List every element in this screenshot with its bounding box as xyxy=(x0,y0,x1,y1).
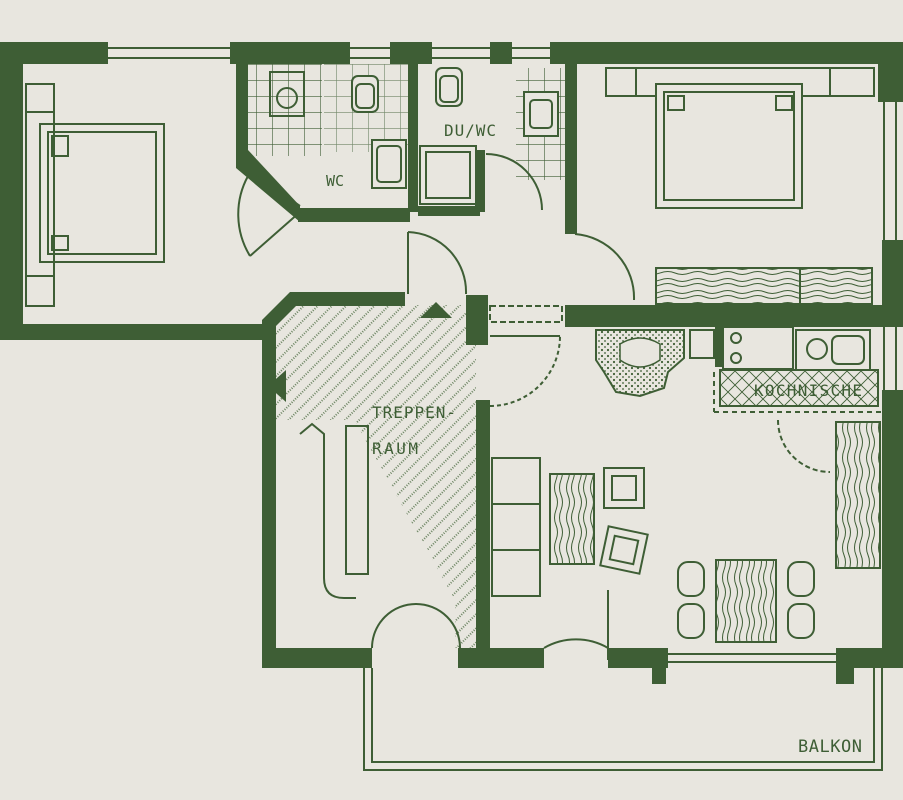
stairwell-area xyxy=(274,305,476,648)
window-frames xyxy=(21,47,897,663)
label-stairwell-line1: TREPPEN- xyxy=(372,403,456,422)
bed-right xyxy=(605,67,875,209)
bathroom-wc xyxy=(255,71,407,207)
wardrobe-right xyxy=(655,267,873,305)
hall-closet xyxy=(595,329,715,398)
label-kitchen: KOCHNISCHE xyxy=(754,381,862,400)
bed-left xyxy=(25,83,165,307)
bathroom-shower xyxy=(419,67,559,205)
label-balcony: BALKON xyxy=(798,737,862,757)
label-wc: WC xyxy=(326,172,344,190)
bath-tiles xyxy=(248,64,322,156)
label-duwc: DU/WC xyxy=(444,121,496,140)
living-furniture xyxy=(491,421,881,643)
stair-markers xyxy=(268,302,452,402)
doors xyxy=(237,153,831,660)
stair-outline xyxy=(299,305,563,599)
walls xyxy=(0,42,903,684)
kitchen xyxy=(713,326,882,413)
balcony-outline xyxy=(363,668,883,771)
